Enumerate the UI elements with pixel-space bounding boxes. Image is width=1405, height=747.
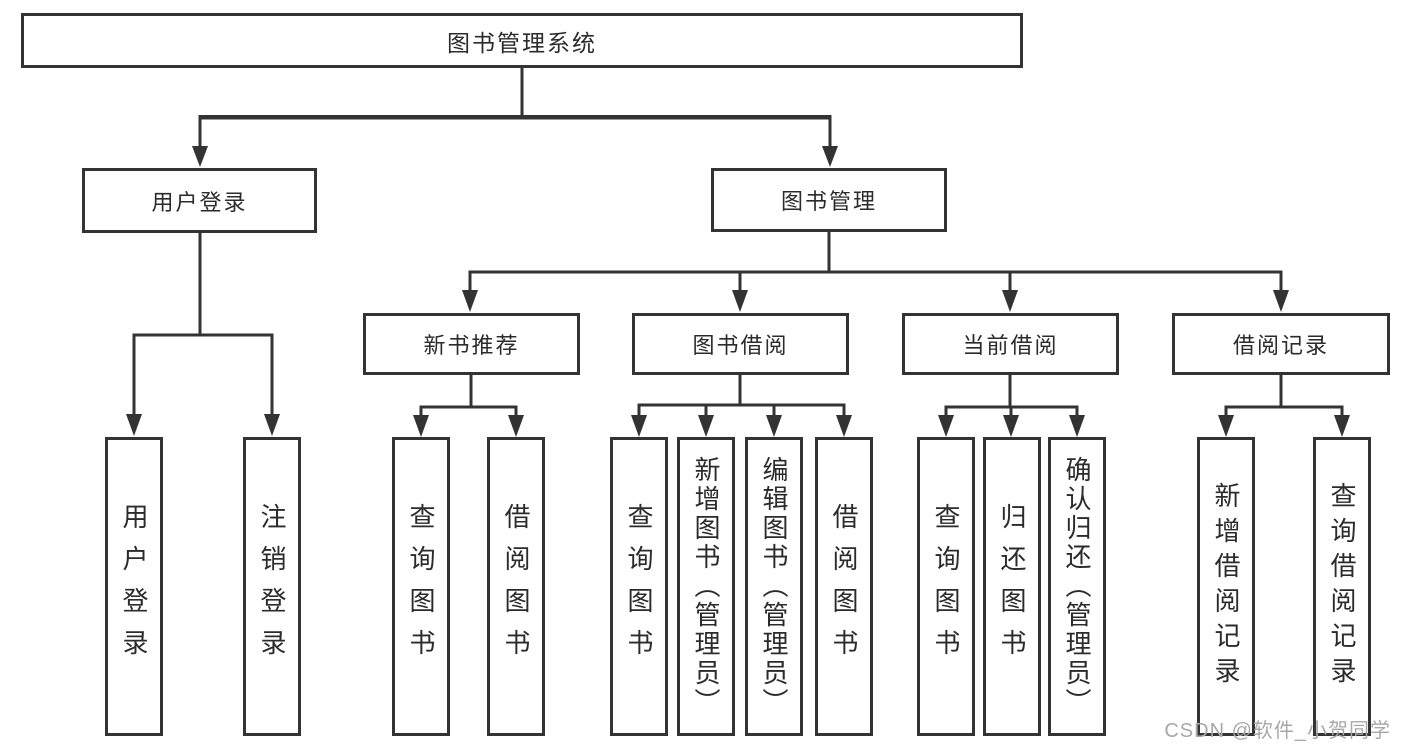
leaf-label: 编辑图书（管理员） — [759, 456, 789, 717]
csdn-watermark: CSDN @软件_小贺同学 — [1164, 720, 1391, 742]
leaf-label: 确认归还（管理员） — [1062, 456, 1092, 717]
node-label: 图书管理系统 — [447, 29, 597, 56]
leaf-query-books-borrow: 查询图书 — [610, 437, 668, 736]
leaf-label: 归还图书 — [997, 502, 1027, 671]
node-borrow-records: 借阅记录 — [1172, 313, 1390, 375]
leaf-add-books-admin: 新增图书（管理员） — [677, 437, 735, 736]
node-new-book-recommend: 新书推荐 — [363, 313, 580, 375]
leaf-label: 查询图书 — [624, 502, 654, 671]
leaf-label: 查询图书 — [931, 502, 961, 671]
leaf-user-login: 用户登录 — [105, 437, 163, 736]
node-book-management: 图书管理 — [711, 168, 947, 232]
node-label: 当前借阅 — [962, 333, 1059, 358]
leaf-label: 查询图书 — [406, 502, 436, 671]
leaf-return-books: 归还图书 — [983, 437, 1041, 736]
leaf-label: 借阅图书 — [501, 502, 531, 671]
leaf-query-books-current: 查询图书 — [917, 437, 975, 736]
leaf-label: 借阅图书 — [829, 502, 859, 671]
leaf-borrow-books: 借阅图书 — [815, 437, 873, 736]
node-label: 用户登录 — [151, 189, 248, 215]
node-book-borrow: 图书借阅 — [632, 313, 849, 375]
leaf-query-borrow-record: 查询借阅记录 — [1313, 437, 1371, 736]
leaf-label: 注销登录 — [257, 502, 287, 671]
leaf-label: 新增借阅记录 — [1211, 481, 1241, 692]
leaf-confirm-return-admin: 确认归还（管理员） — [1048, 437, 1106, 736]
node-label: 借阅记录 — [1232, 333, 1329, 358]
node-user-login: 用户登录 — [82, 168, 317, 233]
leaf-borrow-books-recommend: 借阅图书 — [487, 437, 545, 736]
leaf-label: 查询借阅记录 — [1327, 481, 1357, 692]
leaf-label: 新增图书（管理员） — [691, 456, 721, 717]
node-label: 新书推荐 — [423, 333, 520, 358]
leaf-edit-books-admin: 编辑图书（管理员） — [745, 437, 803, 736]
leaf-logout: 注销登录 — [243, 437, 301, 736]
node-current-borrow: 当前借阅 — [902, 313, 1119, 375]
arrowheads — [126, 146, 1350, 437]
node-root: 图书管理系统 — [21, 13, 1023, 68]
leaf-query-books-recommend: 查询图书 — [392, 437, 450, 736]
node-label: 图书管理 — [780, 189, 877, 214]
leaf-add-borrow-record: 新增借阅记录 — [1197, 437, 1255, 736]
node-label: 图书借阅 — [692, 333, 789, 358]
leaf-label: 用户登录 — [119, 502, 149, 671]
